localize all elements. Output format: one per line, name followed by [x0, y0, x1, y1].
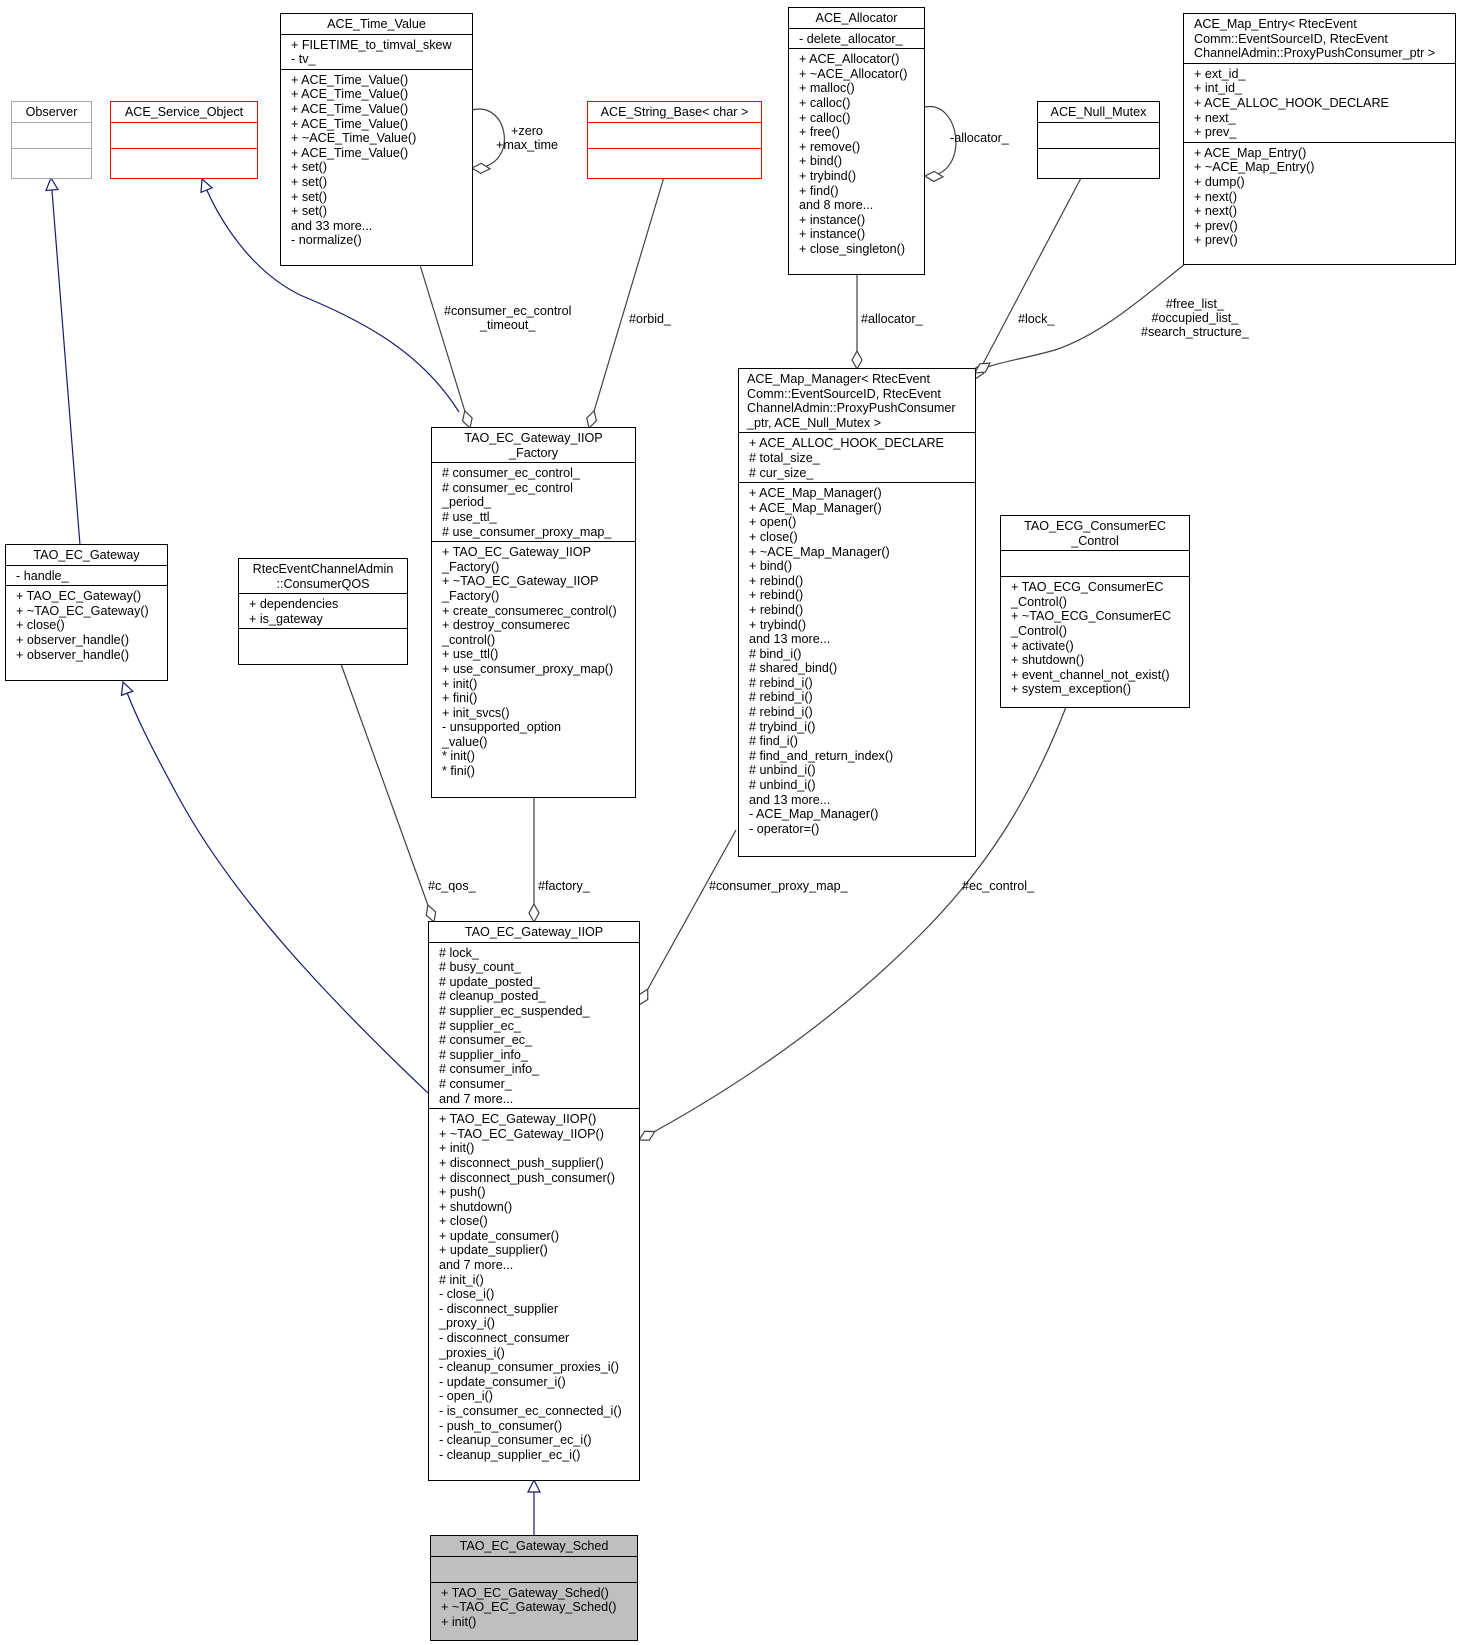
methods-section: + TAO_EC_Gateway_Sched() + ~TAO_EC_Gatew…	[431, 1581, 637, 1632]
edge-iiop-to-gateway	[123, 682, 429, 1094]
edge-factory-to-service-object	[202, 179, 460, 413]
methods-section	[111, 147, 257, 174]
edge-label-allocator-self: -allocator_	[950, 131, 1009, 145]
class-consumer-ec-control[interactable]: TAO_ECG_ConsumerEC _Control + TAO_ECG_Co…	[1000, 515, 1190, 708]
attributes-section: - handle_	[6, 564, 167, 586]
class-name: TAO_EC_Gateway_Sched	[459, 1539, 609, 1553]
edge-label-allocator: #allocator_	[861, 312, 923, 326]
methods-section: + TAO_ECG_ConsumerEC _Control() + ~TAO_E…	[1001, 576, 1189, 699]
methods-section: + ACE_Allocator() + ~ACE_Allocator() + m…	[789, 48, 924, 258]
methods-section: + ACE_Time_Value() + ACE_Time_Value() + …	[281, 68, 472, 250]
edge-factory-time-value	[419, 264, 470, 428]
class-ace-map-manager[interactable]: ACE_Map_Manager< RtecEvent Comm::EventSo…	[738, 368, 976, 857]
class-name: TAO_EC_Gateway_IIOP	[464, 925, 604, 939]
edge-mapmgr-null-mutex	[975, 177, 1082, 379]
class-ace-service-object[interactable]: ACE_Service_Object	[110, 101, 258, 179]
class-name: ACE_Map_Manager< RtecEvent Comm::EventSo…	[747, 372, 956, 430]
attributes-section: # consumer_ec_control_ # consumer_ec_con…	[432, 462, 635, 541]
edge-label-free-list: #free_list_ #occupied_list_ #search_stru…	[1141, 297, 1249, 339]
class-iiop-factory[interactable]: TAO_EC_Gateway_IIOP _Factory # consumer_…	[431, 427, 636, 798]
attributes-section	[431, 1555, 637, 1582]
class-ace-string-base[interactable]: ACE_String_Base< char >	[587, 101, 762, 179]
class-name: ACE_Time_Value	[327, 17, 426, 31]
class-ace-allocator[interactable]: ACE_Allocator - delete_allocator_ + ACE_…	[788, 7, 925, 275]
class-tao-ec-gateway-iiop[interactable]: TAO_EC_Gateway_IIOP # lock_ # busy_count…	[428, 921, 640, 1481]
edge-factory-string-base	[589, 176, 665, 428]
methods-section: + TAO_EC_Gateway_IIOP _Factory() + ~TAO_…	[432, 541, 635, 781]
attributes-section	[1038, 121, 1159, 148]
attributes-section: + ext_id_ + int_id_ + ACE_ALLOC_HOOK_DEC…	[1184, 62, 1455, 142]
edge-label-c-qos: #c_qos_	[428, 879, 476, 893]
class-tao-ec-gateway-sched[interactable]: TAO_EC_Gateway_Sched + TAO_EC_Gateway_Sc…	[430, 1535, 638, 1641]
attributes-section: - delete_allocator_	[789, 27, 924, 49]
class-ace-time-value[interactable]: ACE_Time_Value + FILETIME_to_timval_skew…	[280, 13, 473, 266]
attributes-section: # lock_ # busy_count_ # update_posted_ #…	[429, 941, 639, 1109]
class-name: TAO_ECG_ConsumerEC _Control	[1024, 519, 1166, 548]
methods-section	[588, 147, 761, 174]
edge-label-lock: #lock_	[1018, 312, 1055, 326]
class-name: ACE_Allocator	[815, 11, 898, 25]
class-name: Observer	[25, 105, 78, 119]
edge-iiop-ec-control	[639, 706, 1067, 1140]
edge-label-factory: #factory_	[538, 879, 590, 893]
edge-time-value-self	[472, 108, 505, 168]
edge-label-orbid: #orbid_	[629, 312, 672, 326]
attributes-section	[111, 121, 257, 148]
edge-label-ec-control: #ec_control_	[962, 879, 1035, 893]
edge-iiop-consumer-qos	[340, 663, 434, 922]
attributes-section	[1001, 550, 1189, 576]
methods-section: + ACE_Map_Entry() + ~ACE_Map_Entry() + d…	[1184, 141, 1455, 250]
class-name: ACE_Null_Mutex	[1050, 105, 1147, 119]
methods-section: + TAO_EC_Gateway() + ~TAO_EC_Gateway() +…	[6, 585, 167, 664]
edge-allocator-self	[925, 106, 957, 176]
attributes-section: + ACE_ALLOC_HOOK_DECLARE # total_size_ #…	[739, 432, 975, 482]
class-tao-ec-gateway[interactable]: TAO_EC_Gateway - handle_ + TAO_EC_Gatewa…	[5, 544, 168, 681]
class-name: ACE_Service_Object	[124, 105, 244, 119]
class-observer[interactable]: Observer	[11, 101, 92, 179]
edge-label-zero-max-time: +zero +max_time	[496, 124, 558, 152]
edge-label-consumer-ec-control-timeout: #consumer_ec_control _timeout_	[444, 304, 572, 332]
methods-section	[12, 147, 91, 174]
class-name: ACE_String_Base< char >	[600, 105, 749, 119]
methods-section: + TAO_EC_Gateway_IIOP() + ~TAO_EC_Gatewa…	[429, 1108, 639, 1464]
edge-gateway-to-observer	[51, 178, 81, 546]
class-name: ACE_Map_Entry< RtecEvent Comm::EventSour…	[1194, 17, 1436, 61]
class-name: TAO_EC_Gateway_IIOP _Factory	[464, 431, 603, 460]
attributes-section	[12, 121, 91, 148]
class-ace-null-mutex[interactable]: ACE_Null_Mutex	[1037, 101, 1160, 179]
methods-section: + ACE_Map_Manager() + ACE_Map_Manager() …	[739, 482, 975, 838]
class-ace-map-entry[interactable]: ACE_Map_Entry< RtecEvent Comm::EventSour…	[1183, 13, 1456, 265]
attributes-section	[588, 121, 761, 148]
methods-section	[1038, 147, 1159, 174]
attributes-section: + FILETIME_to_timval_skew - tv_	[281, 33, 472, 69]
edge-mapmgr-map-entry	[975, 263, 1186, 373]
class-name: RtecEventChannelAdmin ::ConsumerQOS	[252, 562, 394, 591]
edge-iiop-mapmgr	[639, 829, 737, 1005]
methods-section	[239, 628, 407, 654]
class-name: TAO_EC_Gateway	[33, 548, 140, 562]
attributes-section: + dependencies + is_gateway	[239, 593, 407, 628]
edge-label-consumer-proxy-map: #consumer_proxy_map_	[709, 879, 848, 893]
class-consumer-qos[interactable]: RtecEventChannelAdmin ::ConsumerQOS + de…	[238, 558, 408, 665]
